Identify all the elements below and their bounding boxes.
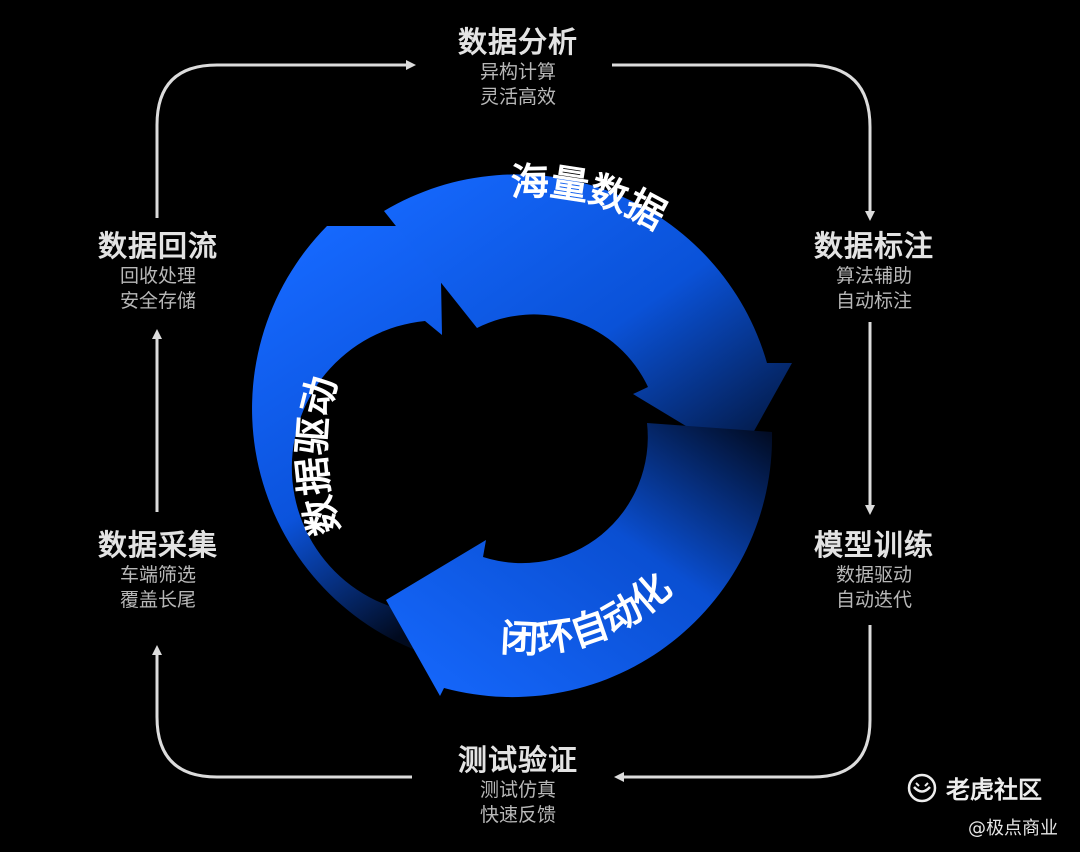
watermark-handle: @极点商业	[968, 818, 1058, 839]
node-title: 数据采集	[97, 528, 218, 562]
node-subtitle: 回收处理	[119, 265, 196, 287]
node-title: 测试验证	[457, 743, 578, 777]
node-subtitle: 覆盖长尾	[119, 589, 196, 611]
node-subtitle: 自动标注	[835, 290, 912, 312]
connector-testing-to-collection	[152, 645, 412, 779]
node-subtitle: 快速反馈	[479, 804, 556, 826]
node-test-validation: 测试验证 测试仿真 快速反馈	[398, 742, 638, 828]
tiger-logo-icon	[907, 773, 937, 802]
node-title: 数据分析	[457, 25, 578, 59]
node-data-analysis: 数据分析 异构计算 灵活高效	[398, 24, 638, 110]
node-title: 模型训练	[813, 528, 934, 562]
connector-training-to-testing	[614, 625, 872, 782]
connector-return-to-analysis	[155, 60, 416, 218]
node-subtitle: 灵活高效	[479, 86, 556, 108]
ring-arrow-top	[384, 174, 792, 458]
ring-arrow-bottom	[386, 423, 773, 698]
node-title: 数据回流	[97, 229, 218, 263]
connector-analysis-to-labeling	[612, 63, 875, 221]
watermark-brand: 老虎社区	[906, 770, 1042, 805]
node-data-return: 数据回流 回收处理 安全存储	[38, 228, 278, 314]
node-subtitle: 车端筛选	[119, 564, 196, 586]
node-data-labeling: 数据标注 算法辅助 自动标注	[754, 228, 994, 314]
node-subtitle: 测试仿真	[479, 779, 556, 801]
node-subtitle: 数据驱动	[835, 564, 912, 586]
node-subtitle: 自动迭代	[835, 589, 912, 611]
node-data-collection: 数据采集 车端筛选 覆盖长尾	[38, 527, 278, 613]
node-model-training: 模型训练 数据驱动 自动迭代	[754, 527, 994, 613]
node-title: 数据标注	[813, 229, 934, 263]
ring-label-data-driven: 数据驱动	[290, 372, 348, 540]
node-subtitle: 安全存储	[119, 290, 196, 312]
watermark-brand-text: 老虎社区	[946, 776, 1042, 804]
ring-arrow-left	[252, 226, 453, 654]
node-subtitle: 异构计算	[479, 61, 556, 83]
node-subtitle: 算法辅助	[835, 265, 912, 287]
